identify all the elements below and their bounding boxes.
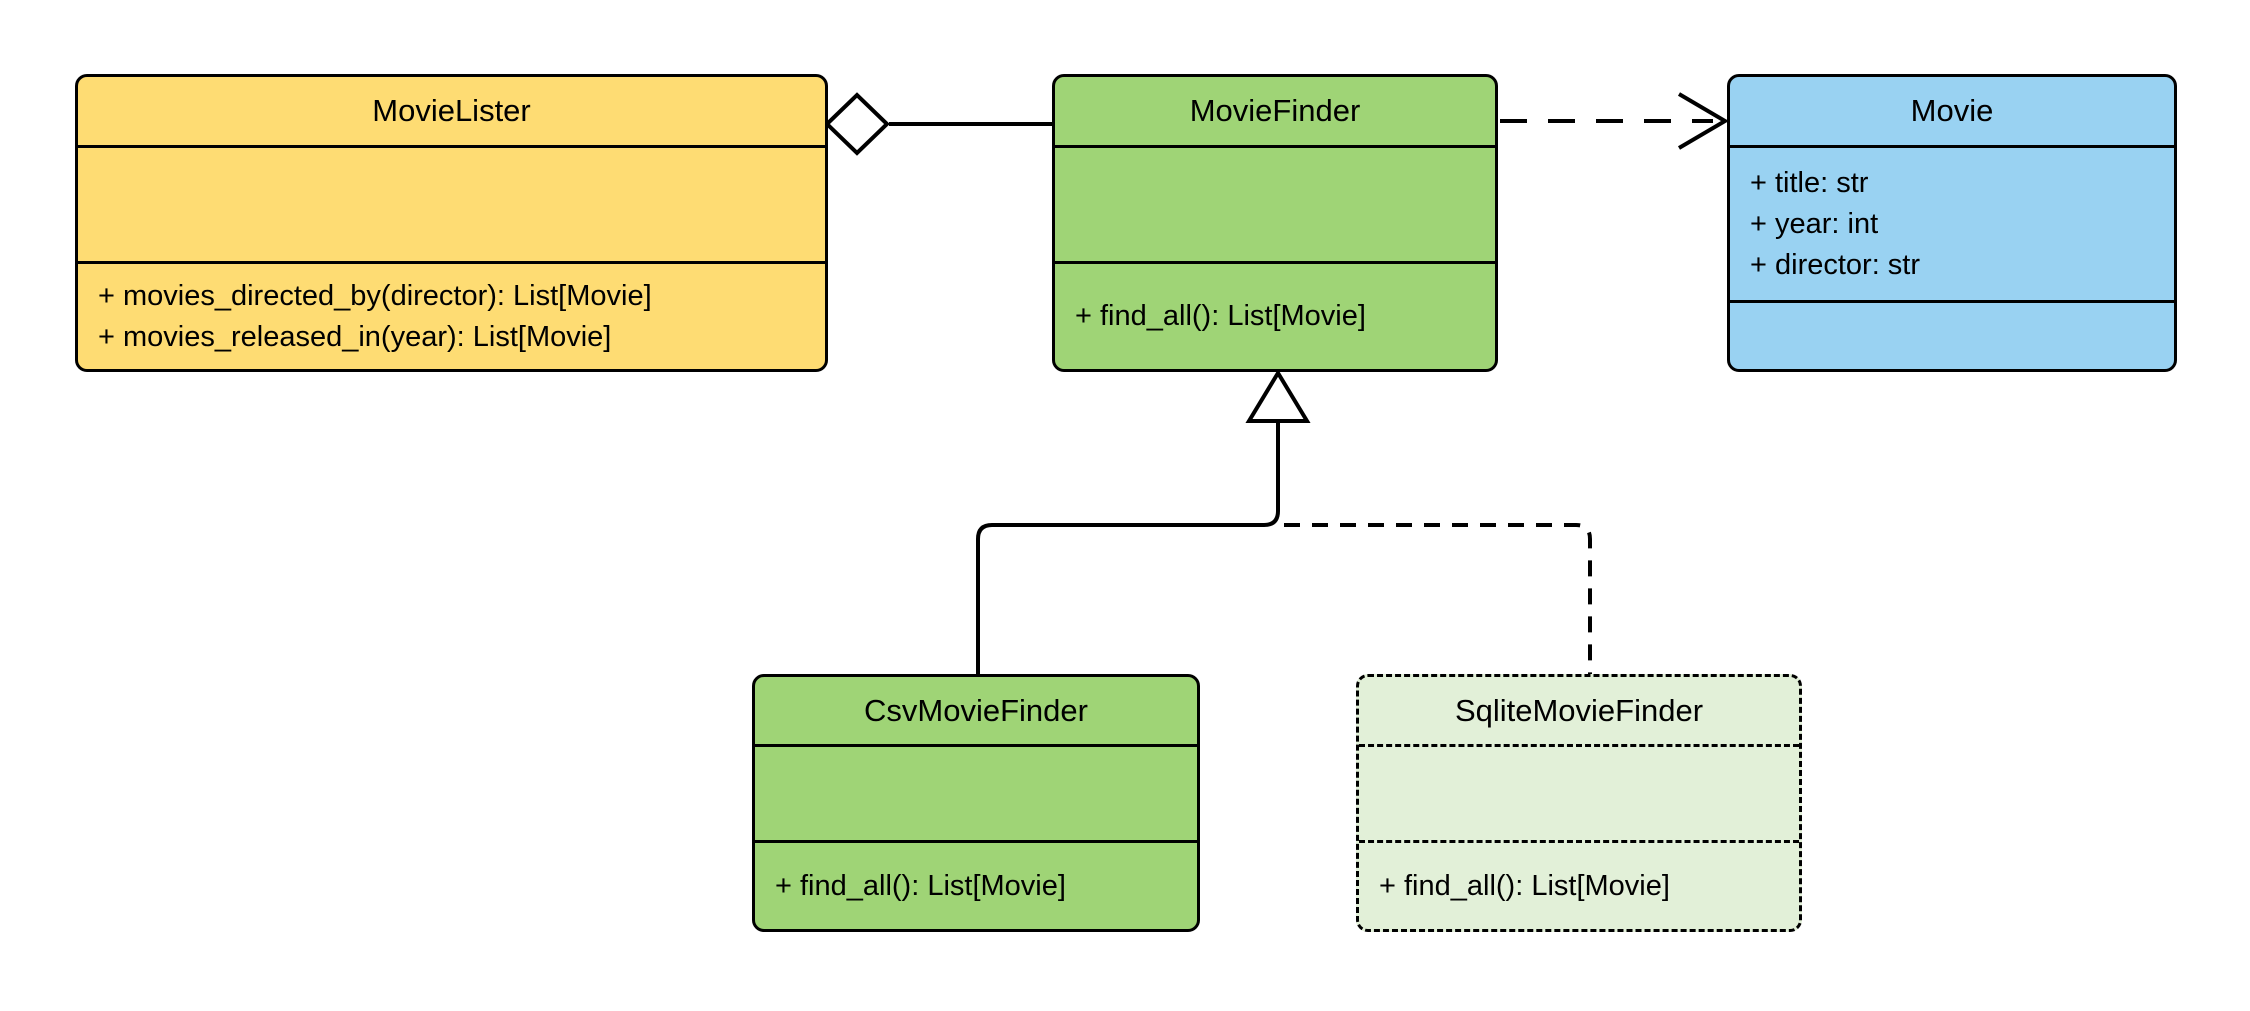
class-name-compartment: MovieFinder (1055, 77, 1495, 148)
class-movie[interactable]: Movie + title: str + year: int + directo… (1727, 74, 2177, 372)
method-label: + find_all(): List[Movie] (775, 869, 1066, 902)
class-name-compartment: Movie (1730, 77, 2174, 148)
generalization-solid-path (976, 421, 1280, 676)
attribute-label: + director: str (1750, 248, 1921, 281)
open-arrowhead-icon (1677, 92, 1729, 150)
dependency-edge-moviefinder-movie[interactable] (1500, 92, 1729, 150)
class-name: CsvMovieFinder (864, 692, 1088, 728)
method-label: + movies_directed_by(director): List[Mov… (98, 279, 652, 312)
realization-dashed-path (1284, 523, 1592, 676)
class-movielister[interactable]: MovieLister + movies_directed_by(directo… (75, 74, 828, 372)
methods-compartment: + find_all(): List[Movie] (1359, 843, 1799, 929)
methods-compartment: + movies_directed_by(director): List[Mov… (78, 264, 825, 369)
aggregation-edge-movielister-moviefinder[interactable] (824, 92, 1054, 156)
methods-compartment: + find_all(): List[Movie] (755, 843, 1197, 929)
class-name: MovieLister (372, 93, 531, 128)
class-name: MovieFinder (1189, 93, 1361, 128)
attribute-label: + title: str (1750, 166, 1869, 199)
method-label: + find_all(): List[Movie] (1379, 869, 1670, 902)
generalization-edge-csvmoviefinder-moviefinder[interactable] (976, 369, 1311, 676)
attributes-compartment: + title: str + year: int + director: str (1730, 148, 2174, 303)
class-name-compartment: CsvMovieFinder (755, 677, 1197, 747)
attributes-compartment (1055, 148, 1495, 264)
attributes-compartment (1359, 747, 1799, 843)
class-name-compartment: SqliteMovieFinder (1359, 677, 1799, 747)
methods-compartment: + find_all(): List[Movie] (1055, 264, 1495, 369)
class-moviefinder[interactable]: MovieFinder + find_all(): List[Movie] (1052, 74, 1498, 372)
class-sqlitemoviefinder[interactable]: SqliteMovieFinder + find_all(): List[Mov… (1356, 674, 1802, 932)
class-csvmoviefinder[interactable]: CsvMovieFinder + find_all(): List[Movie] (752, 674, 1200, 932)
attributes-compartment (755, 747, 1197, 843)
class-name-compartment: MovieLister (78, 77, 825, 148)
realization-edge-sqlitemoviefinder-moviefinder[interactable] (1284, 523, 1592, 676)
method-label: + find_all(): List[Movie] (1075, 300, 1366, 332)
aggregation-diamond-icon (824, 92, 890, 156)
method-label: + movies_released_in(year): List[Movie] (98, 320, 612, 353)
attribute-label: + year: int (1750, 207, 1879, 240)
attributes-compartment (78, 148, 825, 264)
class-name: SqliteMovieFinder (1454, 692, 1704, 728)
class-name: Movie (1910, 93, 1994, 128)
hollow-triangle-icon (1245, 369, 1311, 423)
methods-compartment (1730, 303, 2174, 369)
